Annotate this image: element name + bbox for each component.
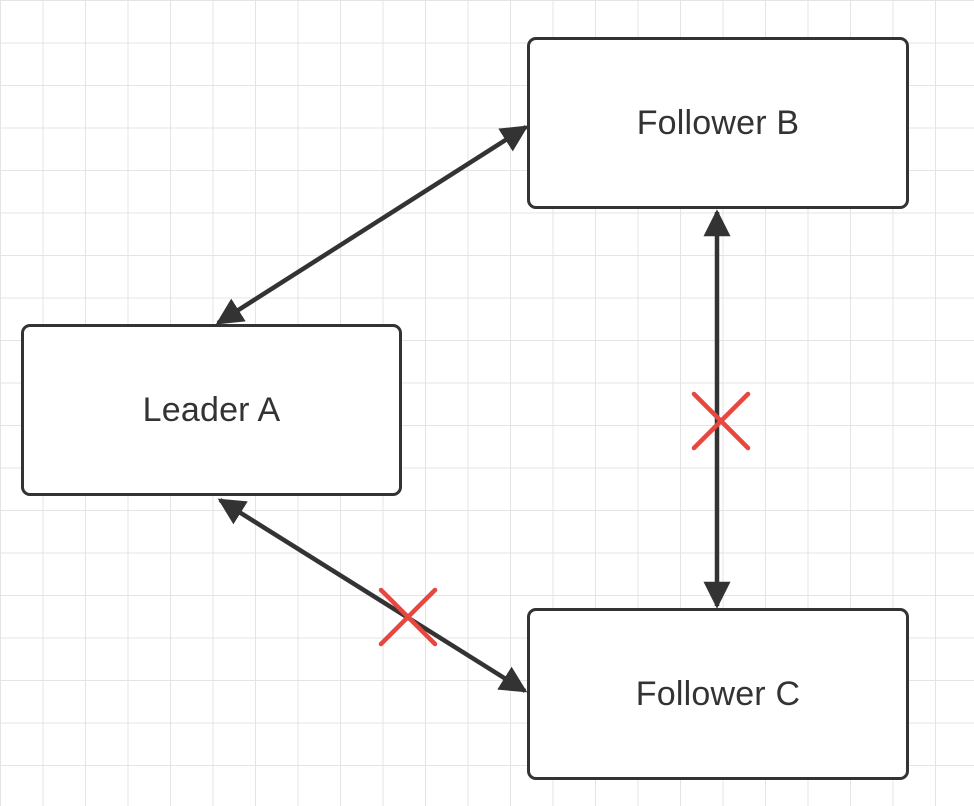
node-label: Follower B — [636, 103, 800, 142]
node-label: Leader A — [142, 390, 281, 429]
x-mark-icon — [378, 587, 438, 647]
node-follower-b[interactable]: Follower B — [527, 37, 909, 209]
x-mark-icon — [691, 391, 751, 451]
node-leader-a[interactable]: Leader A — [21, 324, 402, 496]
edge-leader-a-follower-c — [217, 498, 528, 693]
node-label: Follower C — [635, 674, 801, 713]
node-follower-c[interactable]: Follower C — [527, 608, 909, 780]
edge-leader-a-follower-b — [215, 125, 529, 325]
